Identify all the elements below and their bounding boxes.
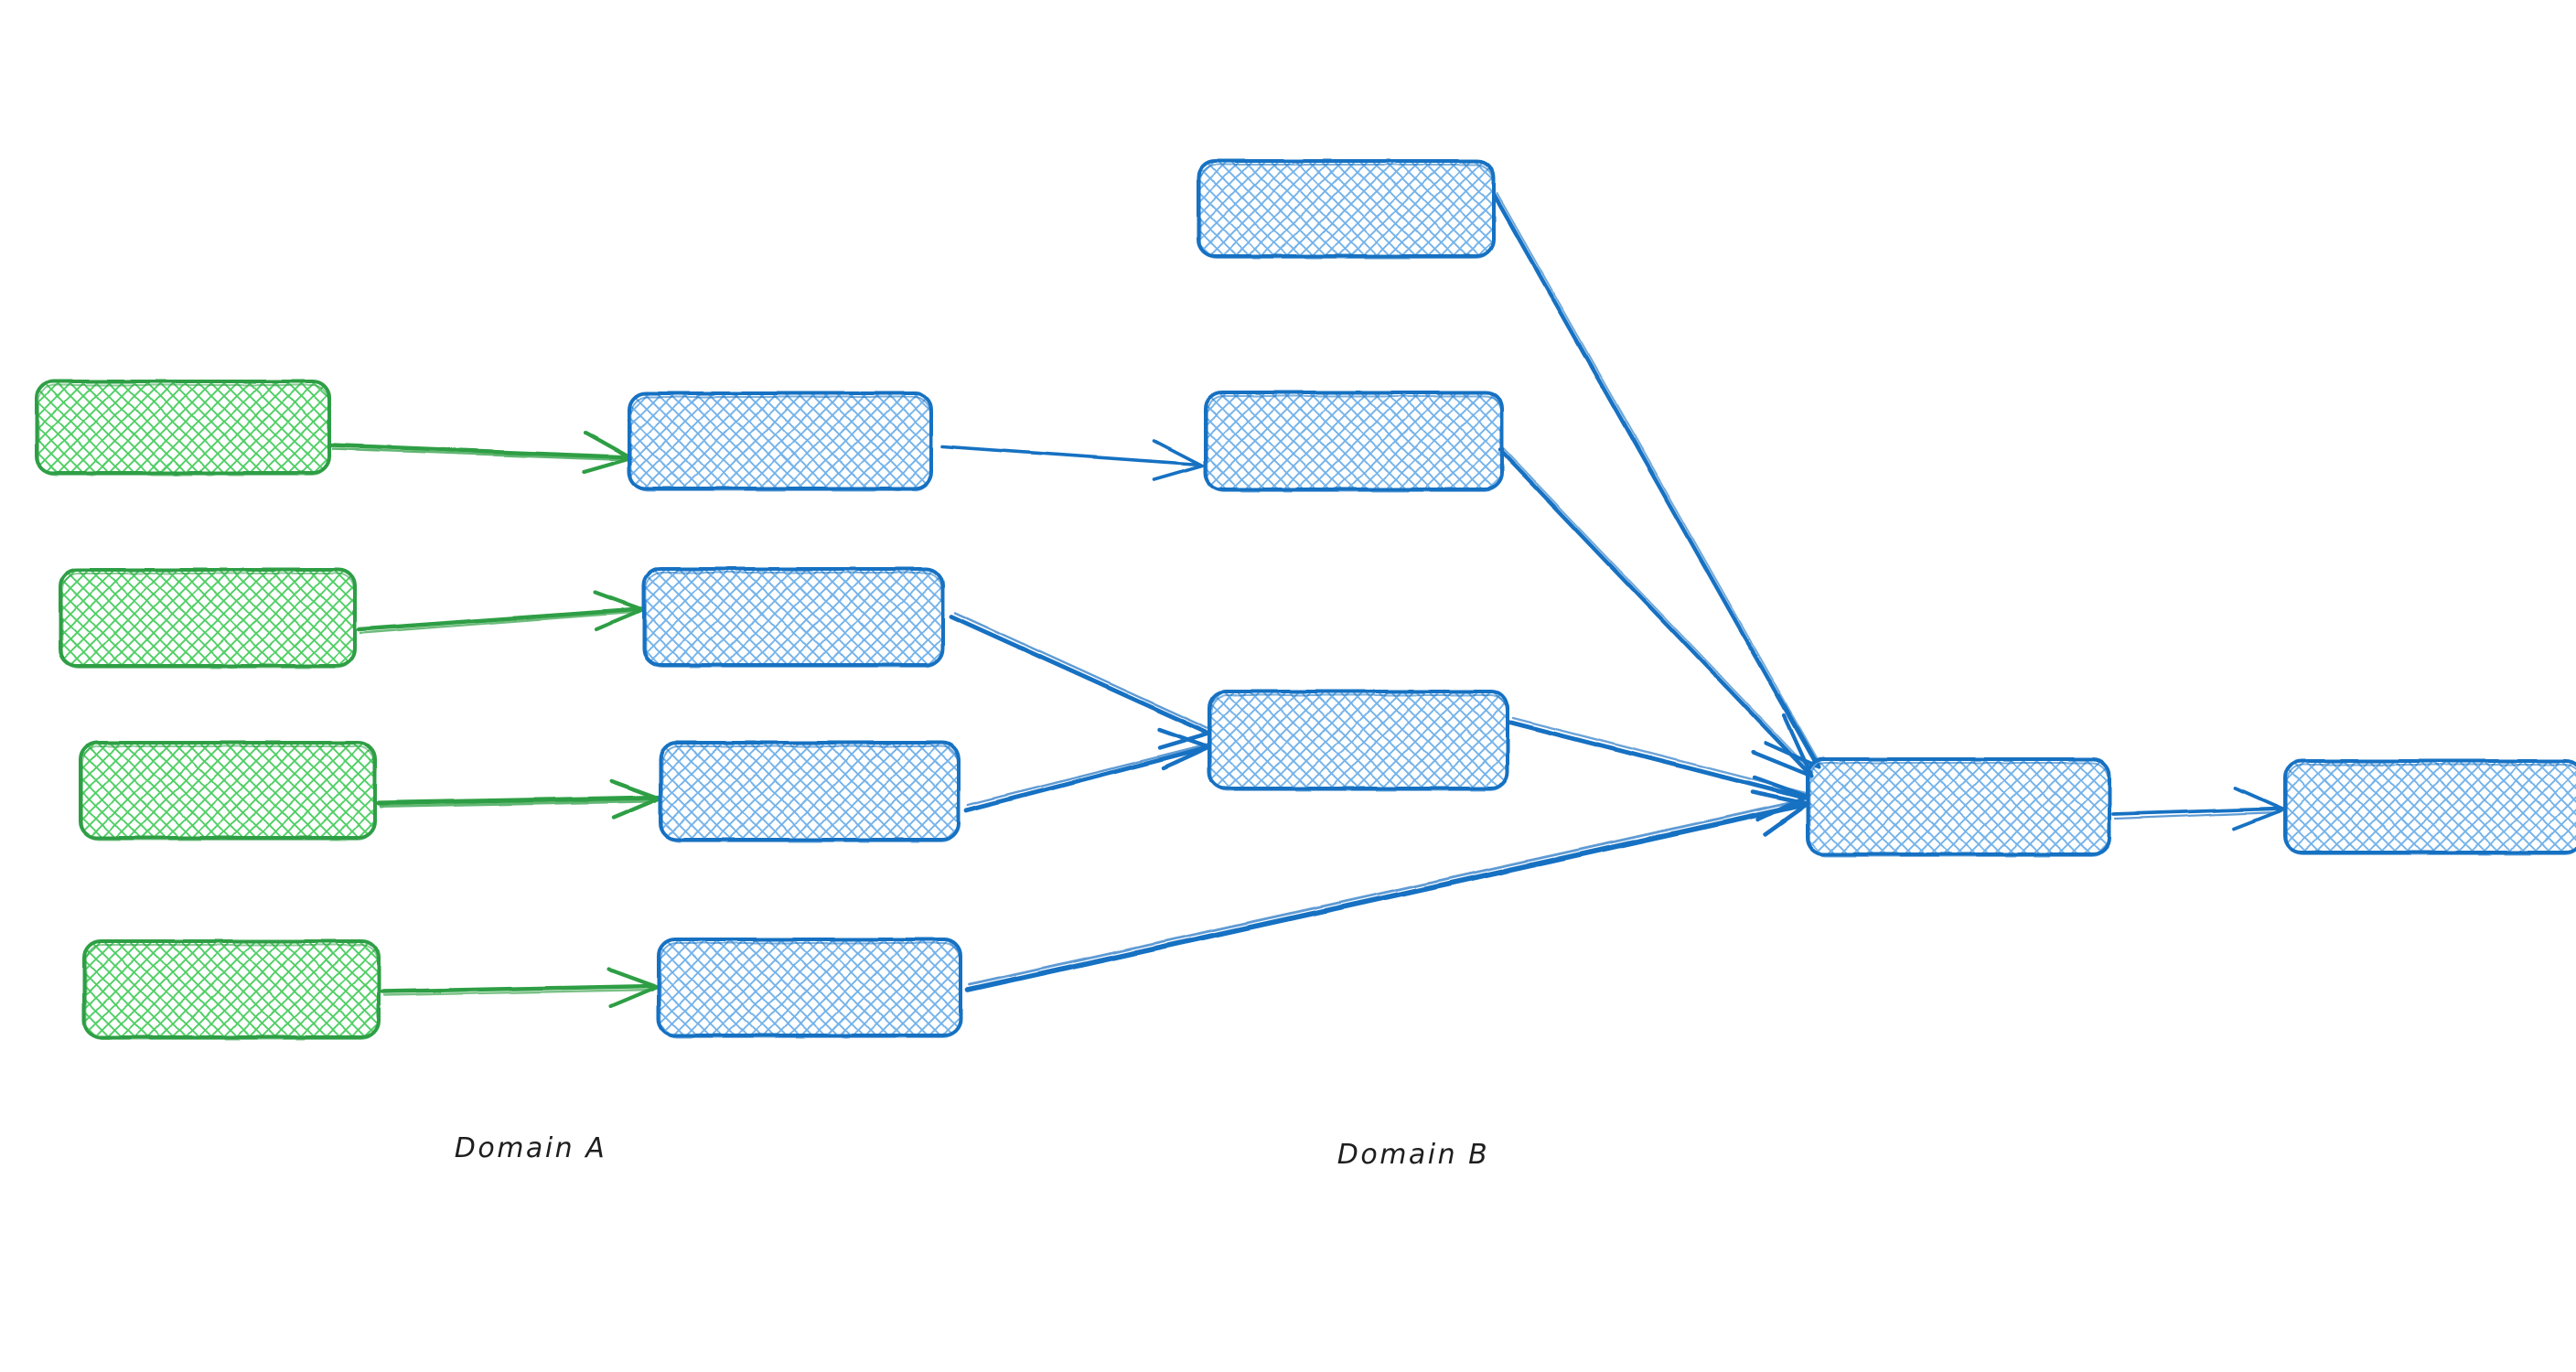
node-b1-fill — [629, 393, 931, 488]
node-hub[interactable] — [1806, 757, 2111, 857]
node-hub-outline-2 — [1809, 762, 2109, 857]
edge-b4-to-hub — [965, 789, 1810, 992]
node-c1-fill — [1198, 161, 1494, 256]
node-b1[interactable] — [628, 391, 933, 491]
edge-b2-to-c3 — [949, 611, 1212, 751]
edge-a1-to-b1 — [328, 430, 634, 475]
node-hub-fill — [1808, 759, 2109, 854]
node-out-fill — [2285, 761, 2576, 852]
node-b4-fill — [659, 939, 961, 1035]
edge-a3-to-b3 — [376, 778, 661, 820]
node-c1[interactable] — [1197, 159, 1496, 259]
node-a3[interactable] — [79, 741, 377, 841]
edge-c3-to-hub — [1508, 716, 1810, 822]
node-a4-fill — [84, 941, 379, 1037]
node-out-outline-2 — [2286, 764, 2576, 855]
node-a2-outline-2 — [61, 573, 355, 669]
node-a1[interactable] — [35, 380, 331, 476]
edge-a4-to-b4 — [380, 967, 660, 1009]
node-c2-outline-2 — [1207, 395, 1502, 492]
domain-a-label: Domain A — [455, 1132, 606, 1164]
node-a2-fill — [60, 570, 355, 666]
node-c3-outline-2 — [1210, 694, 1508, 791]
node-a3-fill — [80, 743, 375, 838]
edge-b3-to-c3 — [963, 727, 1212, 813]
nodes-layer — [35, 159, 2576, 1040]
node-c1-outline-2 — [1199, 164, 1494, 259]
node-a4[interactable] — [82, 939, 381, 1040]
node-a1-fill — [37, 381, 329, 473]
node-b3-outline-2 — [661, 745, 959, 842]
node-out-outline — [2283, 759, 2576, 854]
node-a1-outline-2 — [38, 384, 329, 476]
node-b2[interactable] — [642, 567, 945, 668]
node-out[interactable] — [2283, 759, 2576, 855]
node-c3-fill — [1209, 691, 1508, 788]
node-b1-outline-2 — [630, 396, 931, 491]
node-a4-outline-2 — [85, 944, 379, 1040]
node-c3[interactable] — [1208, 690, 1509, 791]
edge-b1-to-c2 — [940, 439, 1204, 481]
domain-b-label: Domain B — [1337, 1139, 1490, 1171]
node-b2-outline-2 — [645, 572, 943, 668]
domain-labels: Domain A Domain B — [455, 1132, 1490, 1171]
edges-layer — [328, 193, 2285, 1009]
node-a2[interactable] — [59, 568, 357, 669]
node-b3[interactable] — [659, 741, 961, 842]
node-c2[interactable] — [1204, 391, 1504, 492]
node-a3-outline-2 — [81, 745, 375, 841]
node-c2-fill — [1206, 392, 1502, 489]
edge-hub-to-out — [2111, 787, 2285, 831]
edge-a2-to-b2 — [356, 590, 645, 635]
node-b4-outline-2 — [660, 942, 961, 1038]
node-b2-fill — [644, 569, 943, 665]
edge-c1-to-hub — [1492, 193, 1821, 769]
node-b3-fill — [660, 743, 959, 840]
node-b4[interactable] — [657, 938, 962, 1038]
